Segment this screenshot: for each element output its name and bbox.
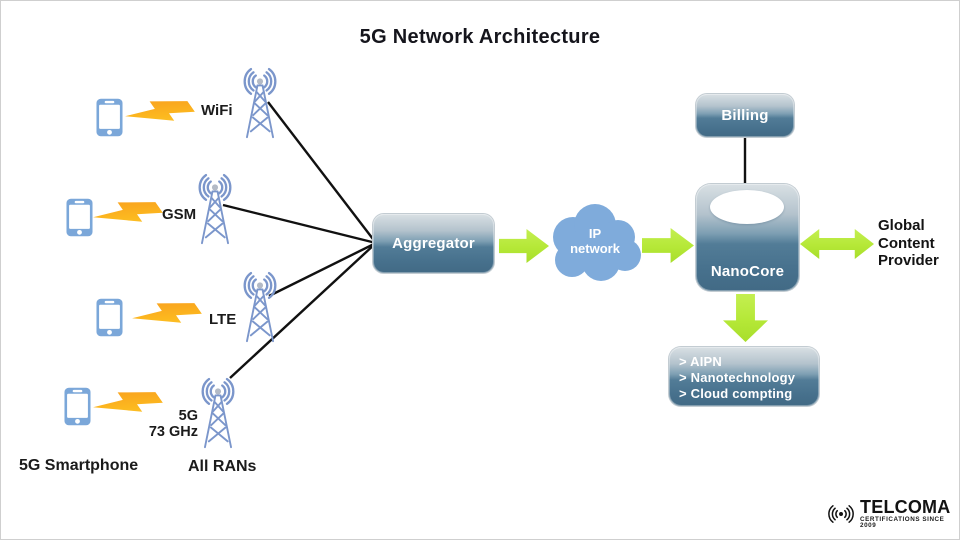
lightning-bolt-icon bbox=[132, 283, 202, 349]
ip-network-line1: IP bbox=[588, 226, 602, 241]
telcoma-signal-icon bbox=[828, 504, 854, 523]
ran-label-5g: 5G 73 GHz bbox=[136, 408, 198, 440]
smartphone-icon bbox=[64, 387, 91, 426]
ran-label-lte: LTE bbox=[209, 311, 237, 328]
connector-line-lte bbox=[268, 241, 377, 298]
service-item: > Cloud compting bbox=[679, 386, 793, 401]
ran-label-5g-sub: 73 GHz bbox=[148, 424, 198, 440]
ran-label-gsm: GSM bbox=[162, 206, 197, 223]
cell-tower-icon bbox=[201, 377, 235, 449]
ip-cloud-icon bbox=[553, 204, 641, 281]
cell-tower-icon bbox=[243, 271, 277, 343]
ip-network-line2: network bbox=[570, 241, 620, 256]
nanocore-cylinder-top bbox=[710, 190, 784, 224]
aggregator-label: Aggregator bbox=[392, 235, 475, 252]
telcoma-tagline: CERTIFICATIONS SINCE 2009 bbox=[860, 516, 945, 530]
page-title: 5G Network Architecture bbox=[359, 26, 601, 48]
billing-label: Billing bbox=[721, 107, 769, 124]
ran-connector-lines bbox=[222, 101, 747, 379]
telcoma-logo-text: TELCOMA CERTIFICATIONS SINCE 2009 bbox=[860, 498, 957, 530]
connector-line-5g bbox=[229, 242, 377, 379]
global-content-provider-label: Global Content Provider bbox=[878, 217, 939, 269]
services-node: > AIPN > Nanotechnology > Cloud compting bbox=[669, 347, 819, 406]
label-5g-smartphone: 5G Smartphone bbox=[19, 457, 139, 474]
smartphone-icon bbox=[66, 198, 93, 237]
telcoma-brand: TELCOMA bbox=[860, 497, 951, 517]
cell-tower-icon bbox=[243, 67, 277, 139]
connector-line-gsm bbox=[222, 203, 377, 245]
ip-network-label: IP network bbox=[559, 226, 631, 256]
smartphone-icon bbox=[96, 98, 123, 137]
ran-label-5g-main: 5G bbox=[178, 408, 198, 424]
connector-line-wifi bbox=[267, 101, 377, 244]
service-item: > AIPN bbox=[679, 354, 722, 369]
telcoma-logo: TELCOMA CERTIFICATIONS SINCE 2009 bbox=[825, 498, 957, 530]
service-item: > Nanotechnology bbox=[679, 370, 796, 385]
nanocore-label: NanoCore bbox=[710, 263, 785, 280]
smartphone-icon bbox=[96, 298, 123, 337]
ran-label-wifi: WiFi bbox=[201, 102, 233, 119]
aggregator-node: Aggregator bbox=[373, 214, 494, 273]
label-all-rans: All RANs bbox=[188, 458, 257, 475]
lightning-bolt-icon bbox=[93, 182, 163, 248]
nanocore-node: NanoCore bbox=[696, 184, 799, 291]
cell-tower-icon bbox=[198, 173, 232, 245]
billing-node: Billing bbox=[696, 94, 794, 137]
lightning-bolt-icon bbox=[125, 81, 195, 147]
